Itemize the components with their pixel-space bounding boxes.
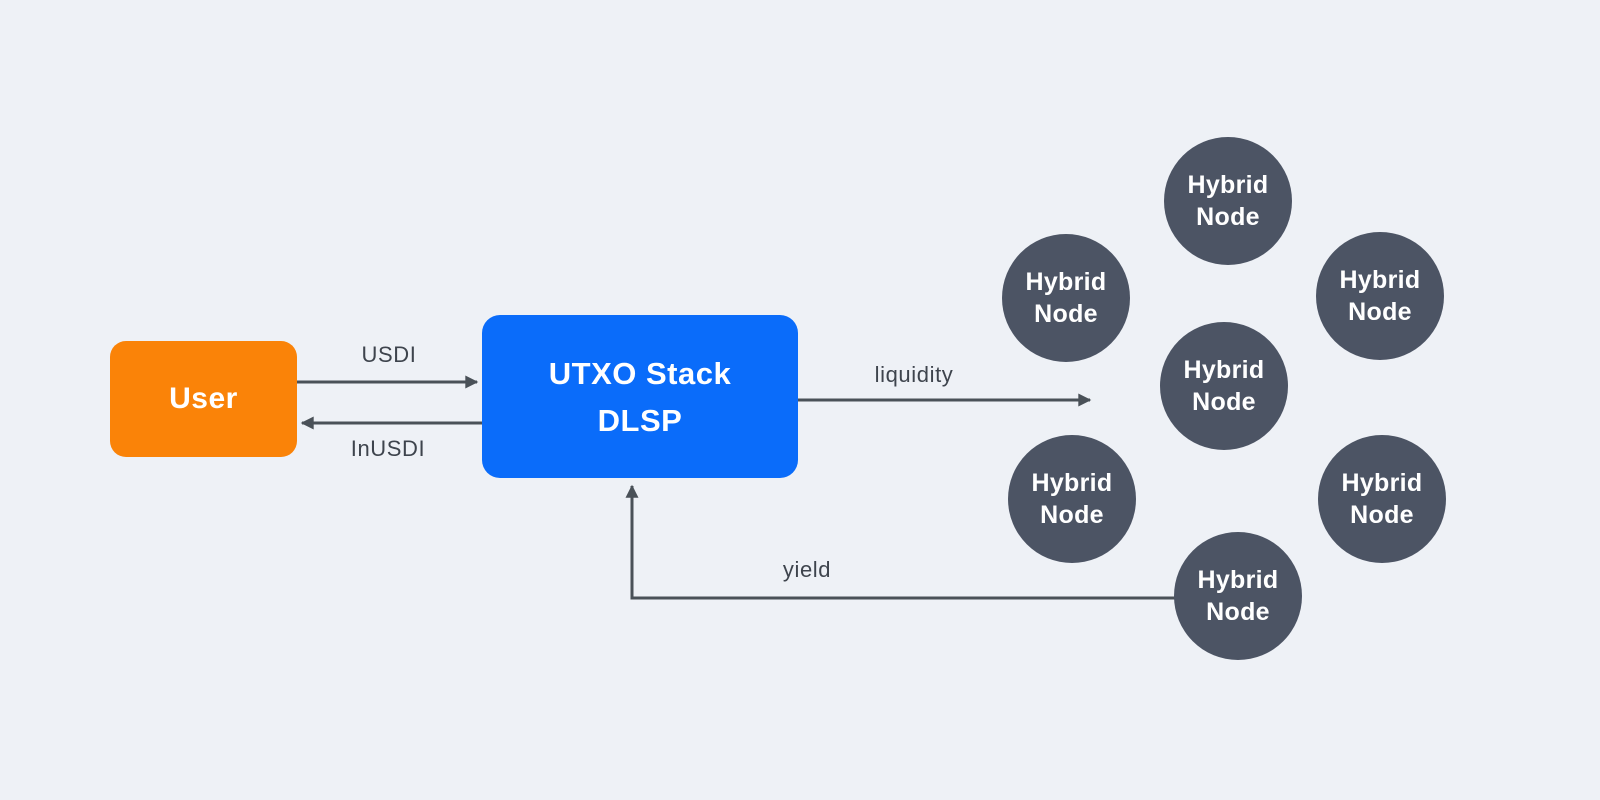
hybrid-node-label: Hybrid Node [1187,171,1269,231]
hybrid-node-label: Hybrid Node [1025,268,1107,328]
dlsp-box: UTXO Stack DLSP [482,315,798,478]
hybrid-node-upper-right: Hybrid Node [1316,232,1444,360]
hybrid-node-lower-left: Hybrid Node [1008,435,1136,563]
inusdi-edge-label: InUSDI [350,436,426,461]
hybrid-node-center: Hybrid Node [1160,322,1288,450]
hybrid-node-lower-right: Hybrid Node [1318,435,1446,563]
yield-arrow [625,484,1176,600]
dlsp-box-label: UTXO Stack DLSP [548,355,732,438]
hybrid-node-upper-left: Hybrid Node [1002,234,1130,362]
user-box: User [110,341,297,457]
hybrid-node-label: Hybrid Node [1183,356,1265,416]
usdi-edge-label: USDI [361,342,417,367]
yield-edge-label: yield [782,557,832,582]
hybrid-node-label: Hybrid Node [1339,266,1421,326]
hybrid-node-top: Hybrid Node [1164,137,1292,265]
hybrid-node-label: Hybrid Node [1031,469,1113,529]
user-box-label: User [169,382,238,415]
hybrid-node-bottom: Hybrid Node [1174,532,1302,660]
hybrid-node-label: Hybrid Node [1197,566,1279,626]
liquidity-edge-label: liquidity [874,362,954,387]
hybrid-node-label: Hybrid Node [1341,469,1423,529]
